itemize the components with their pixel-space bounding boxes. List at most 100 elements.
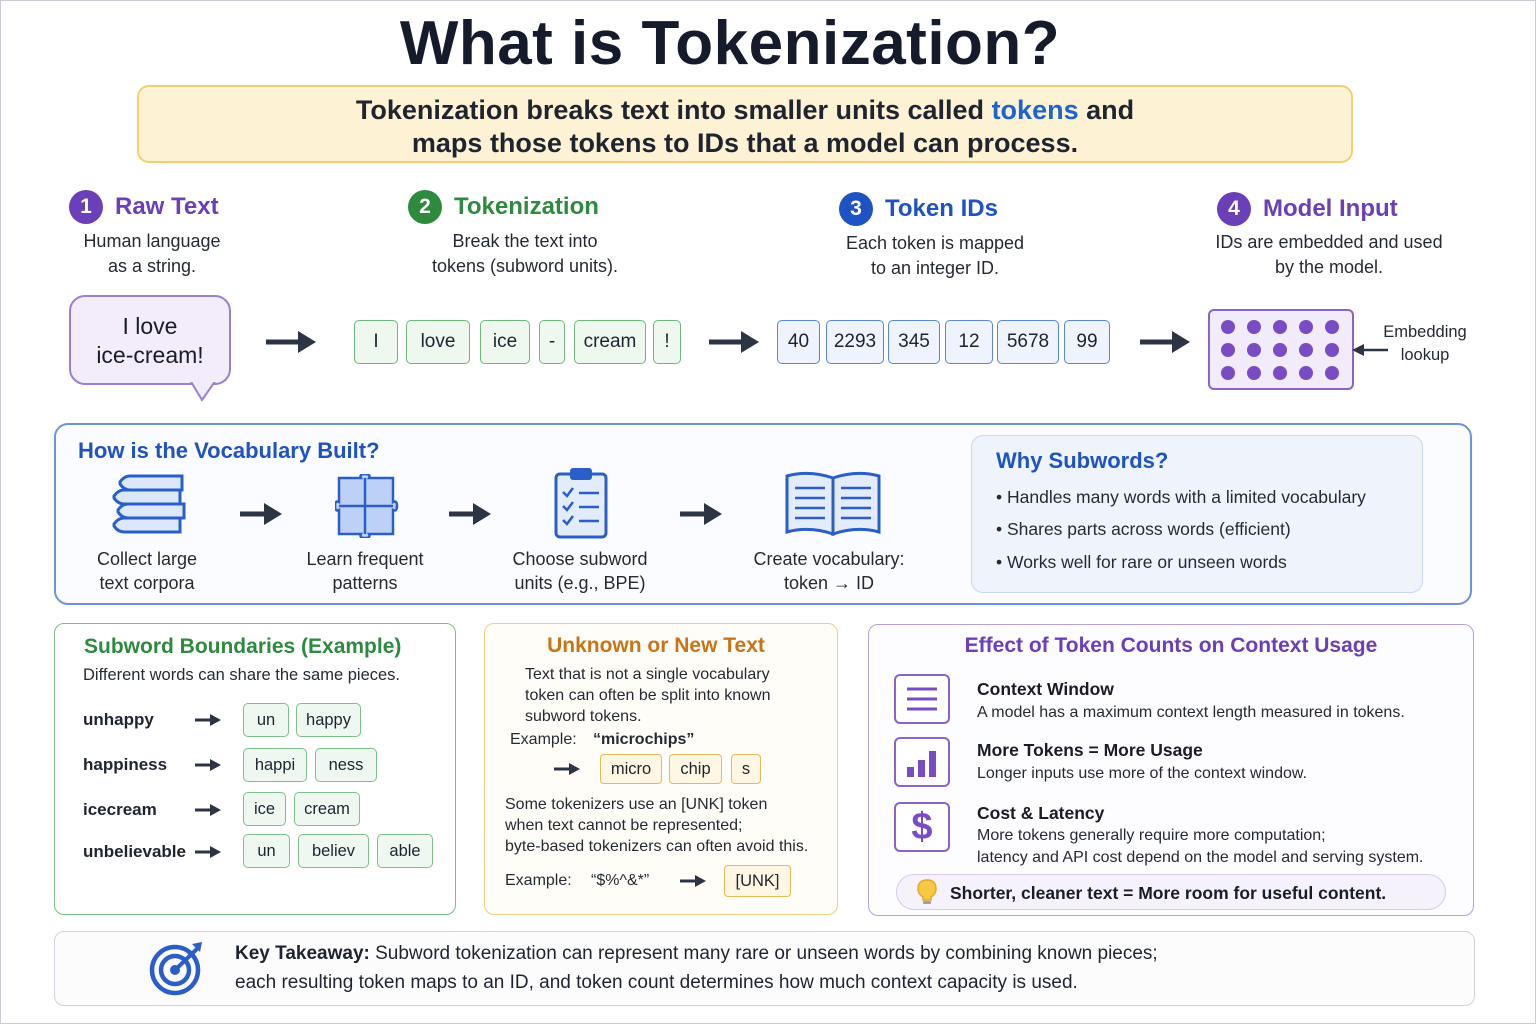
banner-line-2: maps those tokens to IDs that a model ca… — [411, 128, 1079, 158]
context-item-text: Longer inputs use more of the context wi… — [977, 765, 1307, 782]
token-chip: - — [539, 320, 565, 364]
tip-text: Shorter, cleaner text = More room for us… — [950, 883, 1387, 903]
token-id-chip: 2293 — [826, 320, 884, 364]
example-word: happiness — [83, 755, 168, 774]
arrow-right-icon — [709, 331, 759, 353]
token-chip: I — [354, 320, 398, 364]
embedding-grid — [1208, 309, 1354, 390]
arrow-right-icon — [195, 759, 221, 771]
subword-piece: chip — [669, 754, 722, 784]
token-id-chip: 40 — [777, 320, 820, 364]
subword-piece: happi — [243, 748, 307, 782]
arrow-right-icon — [240, 503, 282, 525]
open-book-icon — [785, 471, 881, 537]
subword-subtitle: Different words can share the same piece… — [83, 666, 401, 684]
speech-bubble-tail — [188, 380, 218, 402]
subword-piece: happy — [296, 703, 361, 737]
subword-piece: ness — [315, 748, 377, 782]
token-chip: love — [406, 320, 470, 364]
context-item-heading: More Tokens = More Usage — [977, 740, 1203, 760]
takeaway-line-2: each resulting token maps to an ID, and … — [235, 972, 1078, 993]
arrow-right-icon — [680, 875, 706, 887]
arrow-right-icon — [266, 331, 316, 353]
checklist-icon — [554, 468, 608, 539]
step-number: 4 — [1217, 192, 1251, 226]
example-word: icecream — [83, 800, 157, 819]
token-chip: ! — [653, 320, 681, 364]
arrow-left-icon — [1352, 344, 1388, 356]
token-chip: ice — [480, 320, 530, 364]
subword-piece: s — [731, 754, 761, 784]
example-word: unhappy — [83, 710, 154, 729]
token-id-chip: 99 — [1064, 320, 1110, 364]
arrow-right-icon — [195, 714, 221, 726]
arrow-right-icon — [680, 503, 722, 525]
subword-piece: micro — [600, 754, 662, 784]
arrow-right-icon — [554, 763, 580, 775]
takeaway-line-1: Key Takeaway: Subword tokenization can r… — [235, 943, 1158, 964]
token-chip: cream — [574, 320, 646, 364]
books-icon — [112, 474, 186, 534]
arrow-right-icon — [1140, 331, 1190, 353]
page-title: What is Tokenization? — [399, 9, 1061, 78]
step-title: Raw Text — [115, 193, 219, 220]
vocabulary-title: How is the Vocabulary Built? — [78, 438, 380, 463]
token-id-chip: 12 — [945, 320, 993, 364]
bar-chart-icon — [894, 737, 950, 787]
arrow-right-icon — [449, 503, 491, 525]
banner-highlight: tokens — [991, 95, 1079, 125]
example-text: “$%^&*” — [591, 872, 650, 889]
example-label: Example: — [510, 731, 577, 748]
context-item-heading: Context Window — [977, 679, 1114, 699]
token-id-chip: 345 — [888, 320, 940, 364]
context-item-text: latency and API cost depend on the model… — [977, 849, 1424, 866]
subword-piece: un — [243, 703, 289, 737]
definition-banner: Tokenization breaks text into smaller un… — [137, 85, 1353, 163]
context-item-text: More tokens generally require more compu… — [977, 827, 1326, 844]
puzzle-icon — [335, 474, 399, 538]
banner-text-end: and — [1078, 95, 1135, 125]
token-id-chip: 5678 — [997, 320, 1059, 364]
dollar-icon: $ — [894, 802, 950, 852]
why-item: • Shares parts across words (efficient) — [996, 519, 1291, 539]
step-raw-text: 1 Raw Text — [69, 190, 249, 224]
tip-pill — [896, 874, 1446, 910]
subword-title: Subword Boundaries (Example) — [84, 635, 402, 658]
key-takeaway-panel — [54, 931, 1475, 1006]
subword-piece: cream — [294, 792, 360, 826]
example-word: “microchips” — [593, 731, 695, 748]
why-item: • Handles many words with a limited voca… — [996, 487, 1366, 507]
arrow-right-icon — [195, 804, 221, 816]
subword-piece: believ — [298, 834, 369, 868]
banner-text: Tokenization breaks text into smaller un… — [355, 95, 992, 125]
lightbulb-icon — [917, 879, 937, 904]
context-item-text: A model has a maximum context length mea… — [977, 704, 1405, 721]
step-title: Model Input — [1263, 195, 1398, 222]
step-number: 1 — [69, 190, 103, 224]
context-title: Effect of Token Counts on Context Usage — [964, 634, 1378, 657]
arrow-right-icon — [195, 846, 221, 858]
context-item-heading: Cost & Latency — [977, 803, 1105, 823]
target-icon — [149, 942, 202, 996]
step-title: Token IDs — [885, 195, 998, 222]
vocab-step-label: Create vocabulary:token → ID — [753, 549, 905, 593]
context-usage-panel — [868, 624, 1474, 916]
subword-piece: ice — [243, 792, 286, 826]
why-subwords-title: Why Subwords? — [996, 448, 1169, 473]
example-label: Example: — [505, 872, 572, 889]
subword-piece: able — [377, 834, 433, 868]
list-lines-icon — [894, 674, 950, 724]
